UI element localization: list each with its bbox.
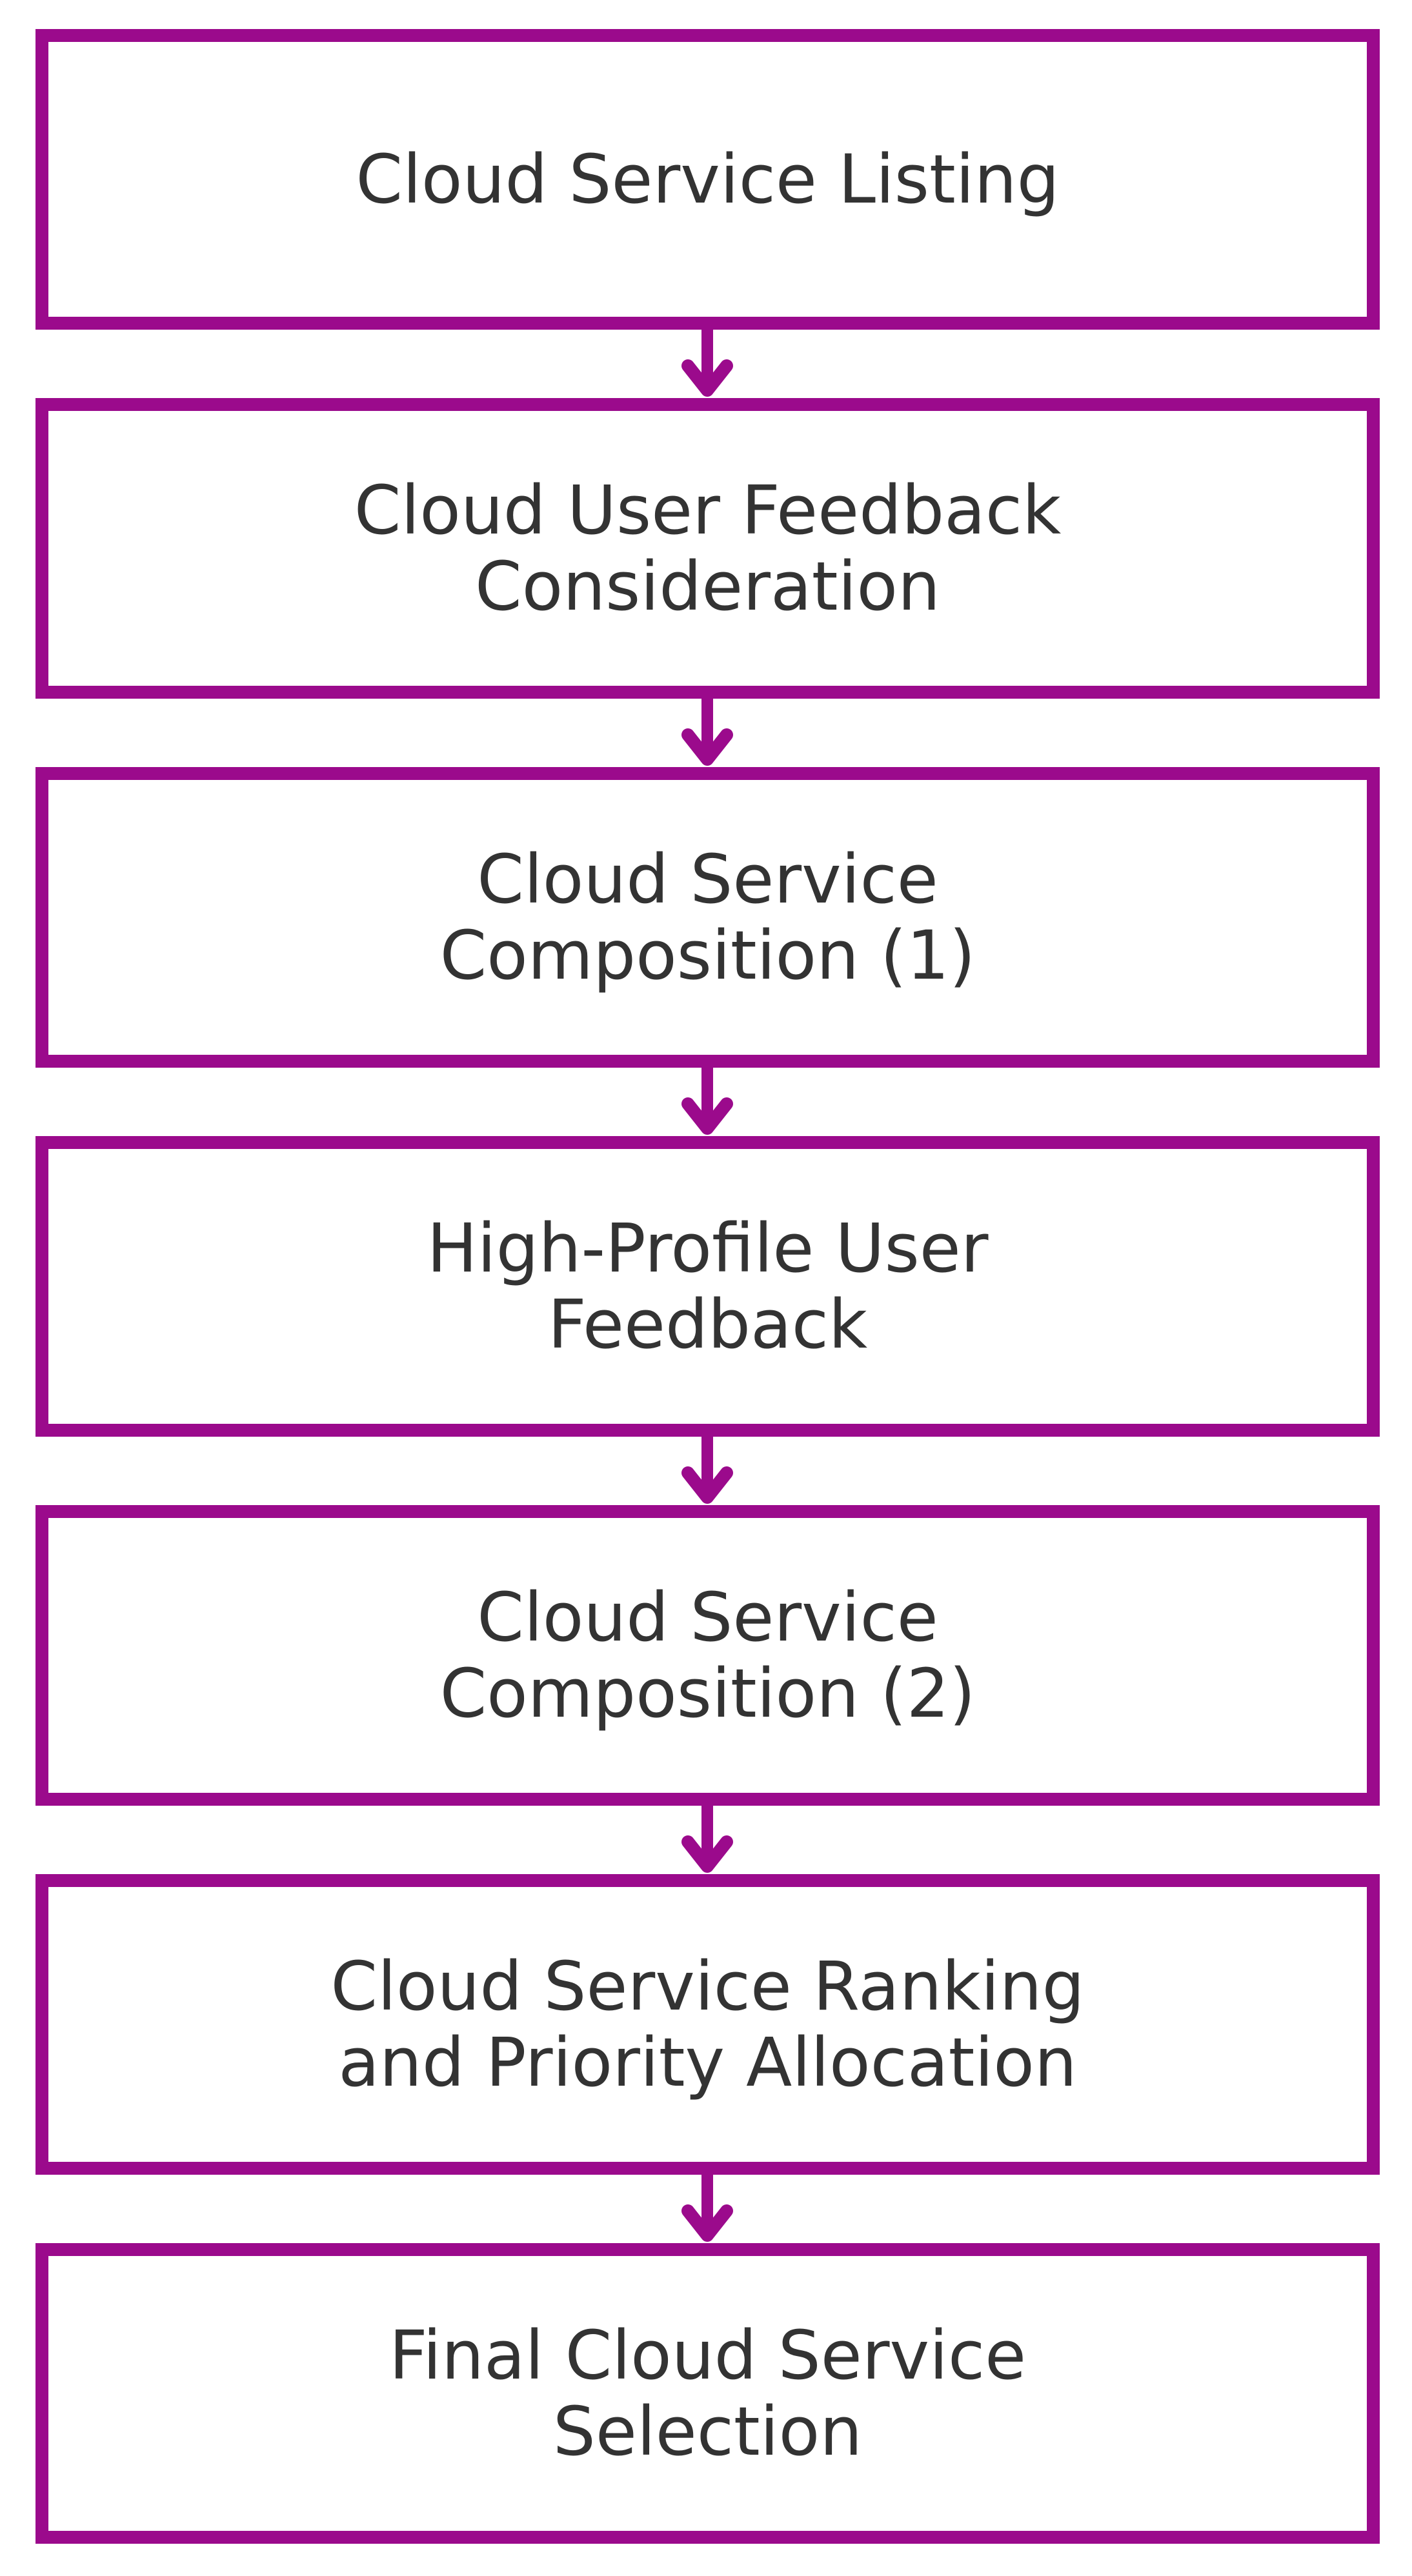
step-box-final-selection: Final Cloud Service Selection	[35, 2243, 1380, 2544]
step-label: Cloud Service Composition (2)	[439, 1578, 976, 1733]
step-label: High-Profile User Feedback	[427, 1209, 989, 1364]
step-box-service-listing: Cloud Service Listing	[35, 29, 1380, 330]
step-box-high-profile-feedback: High-Profile User Feedback	[35, 1136, 1380, 1437]
down-arrow-icon	[681, 2175, 733, 2242]
step-label: Cloud Service Ranking and Priority Alloc…	[330, 1947, 1085, 2102]
step-box-service-composition-1: Cloud Service Composition (1)	[35, 767, 1380, 1068]
step-box-ranking-priority: Cloud Service Ranking and Priority Alloc…	[35, 1874, 1380, 2175]
down-arrow-icon	[681, 1806, 733, 1873]
step-label: Cloud Service Listing	[356, 140, 1060, 219]
step-label: Cloud Service Composition (1)	[439, 840, 976, 995]
down-arrow-icon	[681, 699, 733, 766]
down-arrow-icon	[681, 1068, 733, 1135]
down-arrow-icon	[681, 1437, 733, 1504]
down-arrow-icon	[681, 330, 733, 397]
step-label: Final Cloud Service Selection	[388, 2316, 1027, 2471]
step-label: Cloud User Feedback Consideration	[354, 471, 1062, 626]
step-box-service-composition-2: Cloud Service Composition (2)	[35, 1505, 1380, 1806]
step-box-user-feedback-consideration: Cloud User Feedback Consideration	[35, 398, 1380, 699]
